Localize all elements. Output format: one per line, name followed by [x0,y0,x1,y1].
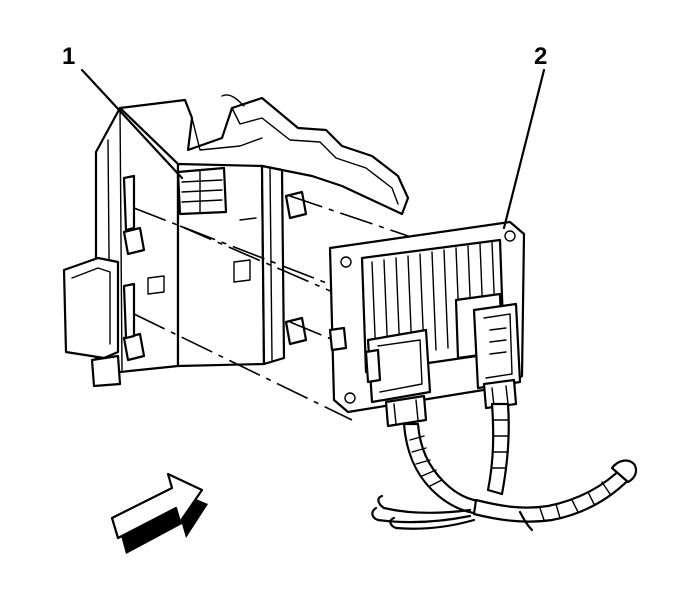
ecm-module [328,220,526,428]
alignment-lines [133,195,421,421]
callout-2-label: 2 [534,43,547,70]
callout-1-label: 1 [62,43,75,70]
mounting-bracket [62,94,410,388]
callout-2: 2 [502,43,547,230]
wiring-harness [371,402,638,532]
direction-arrow-icon [110,472,208,554]
callout-1: 1 [62,43,184,180]
